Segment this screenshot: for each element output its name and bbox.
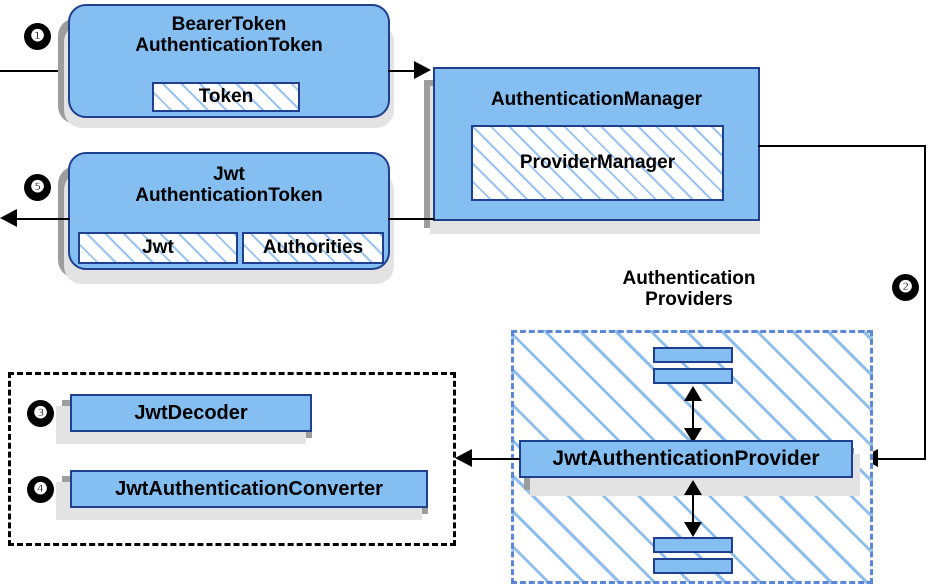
connector-provider-to-support <box>470 458 520 460</box>
node-jwt-decoder[interactable]: JwtDecoder <box>70 394 312 432</box>
connector-provider-bottom <box>692 486 694 532</box>
jwt-token-title: Jwt AuthenticationToken <box>135 164 323 207</box>
authentication-providers-label: Authentication Providers <box>622 268 756 311</box>
arrowhead-provider-to-support <box>455 449 472 467</box>
connector-manager-to-jwt-token <box>388 218 435 220</box>
step-marker-5: ❺ <box>25 175 50 200</box>
provider-stack-top-1 <box>653 347 733 363</box>
connector-manager-down <box>924 145 926 459</box>
arrowhead-provider-bottom-down <box>684 522 702 537</box>
node-authentication-manager[interactable]: AuthenticationManager ProviderManager <box>433 67 760 221</box>
provider-stack-top-2 <box>653 368 733 384</box>
connector-incoming-request <box>0 70 70 72</box>
arrowhead-provider-top-up <box>684 386 702 401</box>
step-marker-4: ❹ <box>28 477 53 502</box>
provider-stack-bottom-1 <box>653 537 733 553</box>
region-jwt-support <box>8 372 456 546</box>
connector-into-provider <box>878 458 926 460</box>
connector-manager-right <box>758 145 925 147</box>
connector-bearer-to-manager <box>388 70 418 72</box>
arrowhead-bearer-to-manager <box>414 61 431 79</box>
step-marker-2: ❷ <box>893 275 918 300</box>
node-jwt-authentication-token[interactable]: Jwt AuthenticationToken Jwt Authorities <box>68 152 390 270</box>
slot-jwt: Jwt <box>78 232 238 264</box>
authentication-manager-title: AuthenticationManager <box>490 89 703 110</box>
connector-provider-top <box>692 392 694 438</box>
provider-stack-bottom-2 <box>653 558 733 574</box>
step-marker-3: ❸ <box>28 401 53 426</box>
node-bearer-token-authentication-token[interactable]: BearerToken AuthenticationToken Token <box>68 4 390 118</box>
arrowhead-provider-bottom-up <box>684 480 702 495</box>
jwt-provider-label: JwtAuthenticationProvider <box>552 447 820 470</box>
node-jwt-authentication-provider[interactable]: JwtAuthenticationProvider <box>519 440 853 478</box>
arrowhead-provider-top-down <box>684 428 702 443</box>
bearer-token-title: BearerToken AuthenticationToken <box>135 14 323 57</box>
connector-outgoing-response <box>17 218 70 220</box>
slot-provider-manager: ProviderManager <box>471 125 724 201</box>
arrowhead-outgoing-response <box>0 209 17 227</box>
slot-token: Token <box>152 82 300 112</box>
step-marker-1: ❶ <box>25 24 50 49</box>
jwt-decoder-label: JwtDecoder <box>134 402 248 424</box>
jwt-converter-label: JwtAuthenticationConverter <box>115 478 383 500</box>
node-jwt-authentication-converter[interactable]: JwtAuthenticationConverter <box>70 470 428 508</box>
slot-authorities: Authorities <box>242 232 384 264</box>
